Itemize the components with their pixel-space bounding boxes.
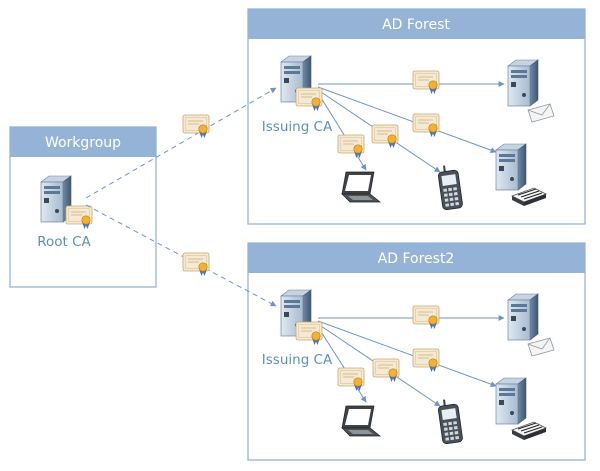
- workgroup-title: Workgroup: [45, 135, 121, 151]
- root-to-issuing-link-1: [85, 87, 277, 199]
- link-certificate-icon-2: [182, 252, 210, 277]
- print-server-2-icon: [495, 377, 527, 425]
- forest2-content: Issuing CA: [262, 289, 555, 445]
- issuing-ca-label: Issuing CA: [262, 119, 333, 135]
- root-ca-label: Root CA: [37, 234, 91, 250]
- ad-forest2-title: AD Forest2: [378, 251, 455, 267]
- issuing-ca-2-label: Issuing CA: [262, 352, 333, 368]
- mail-server-icon: [507, 59, 539, 107]
- workgroup-container: Workgroup Root CA: [9, 126, 157, 288]
- print-server-icon: [495, 143, 527, 191]
- forest1-content: Issuing CA: [262, 55, 555, 211]
- mail-server-2-icon: [507, 293, 539, 341]
- ad-forest-title: AD Forest: [382, 17, 450, 33]
